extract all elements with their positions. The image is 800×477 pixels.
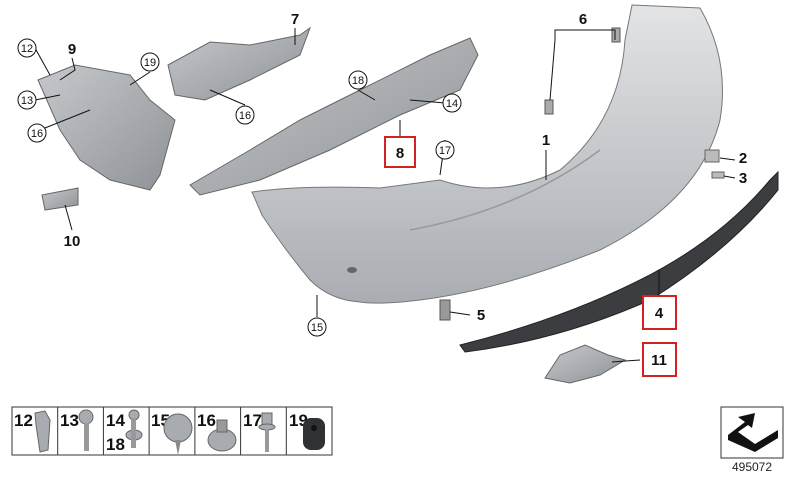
legend-num-13: 13 [60,411,79,430]
callout-2: 2 [739,150,747,167]
sensor-hole [347,267,357,273]
callout-12: 12 [21,43,33,55]
callout-11[interactable]: 11 [651,352,667,369]
clip-nut-icon [34,410,51,453]
circled-callouts [17,38,462,337]
diffuser-4[interactable] [459,170,779,353]
part-6-upper[interactable] [611,27,621,43]
part-6-lower[interactable] [544,99,554,115]
leader-lines [34,28,736,363]
callout-5: 5 [477,307,485,324]
bumper-cover[interactable] [251,4,723,304]
legend-num-17: 17 [243,411,262,430]
callout-16b: 16 [239,110,251,122]
legend-num-16: 16 [197,411,216,430]
callout-6: 6 [579,11,587,28]
callout-13: 13 [21,95,33,107]
highlight-box-8 [384,136,416,168]
screw-shank-icon [84,423,89,451]
callout-8[interactable]: 8 [396,145,404,162]
part-5[interactable] [439,299,451,321]
legend-num-18: 18 [106,435,125,454]
callout-1: 1 [542,132,550,149]
callout-7: 7 [291,11,299,28]
highlight-box-11 [642,342,677,377]
bracket-9[interactable] [37,64,176,191]
callout-16a: 16 [31,128,43,140]
bumper-carrier[interactable] [189,37,479,196]
part-11[interactable] [544,344,627,384]
legend-num-14: 14 [106,411,125,430]
rubber-buffer-icon [303,418,325,450]
highlight-box-4 [642,295,677,330]
screw-head-icon [78,409,94,425]
callout-10: 10 [64,233,81,250]
bracket-7[interactable] [167,26,312,101]
legend-num-12: 12 [14,411,33,430]
diagram-reference-number: 495072 [732,460,772,474]
callout-3: 3 [739,170,747,187]
arrow-orientation-icon [728,413,778,452]
callout-4[interactable]: 4 [655,305,664,322]
callout-15: 15 [311,322,323,334]
callout-17: 17 [439,145,451,157]
bumper-crease [409,149,601,231]
collar-screw-icon [163,413,193,443]
callout-14: 14 [446,98,458,110]
callout-18: 18 [352,75,364,87]
part-10[interactable] [41,187,79,211]
part-3[interactable] [711,171,725,179]
part-2[interactable] [704,149,720,163]
callout-9: 9 [68,41,76,58]
callout-19: 19 [144,57,156,69]
